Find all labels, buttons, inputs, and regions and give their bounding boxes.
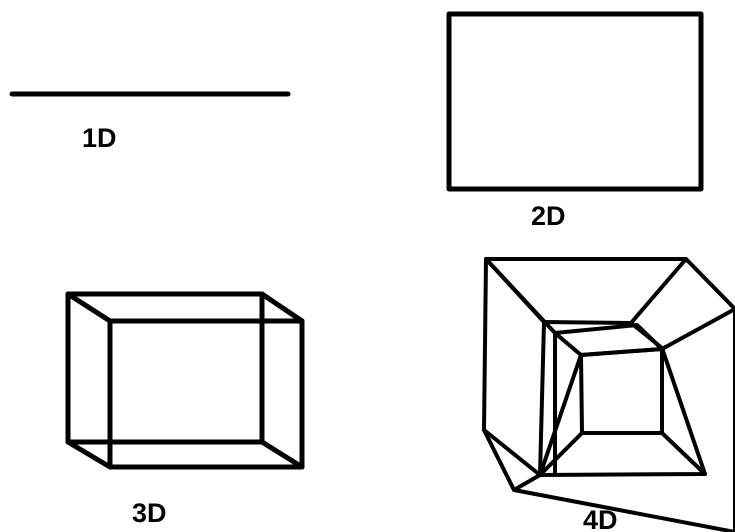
label-2d: 2D bbox=[531, 201, 566, 231]
tesseract-edge-5 bbox=[512, 473, 542, 492]
tesseract-edge-8 bbox=[660, 431, 707, 476]
label-3d: 3D bbox=[132, 498, 167, 528]
figure-4d: 4D bbox=[482, 257, 735, 532]
tesseract-edge-3 bbox=[660, 307, 735, 351]
cube-back-face bbox=[65, 291, 265, 445]
tesseract-inner-cube-back bbox=[553, 323, 664, 357]
label-4d: 4D bbox=[583, 505, 618, 532]
label-1d: 1D bbox=[82, 123, 117, 153]
figure-2d: 2D bbox=[446, 11, 704, 231]
tesseract-edge-10 bbox=[484, 257, 557, 335]
cube-front-face bbox=[107, 318, 305, 470]
figure-1d: 1D bbox=[9, 91, 291, 153]
cube-edge-bottom-right bbox=[259, 439, 305, 470]
tesseract-edge-4 bbox=[482, 428, 542, 477]
figure-3d: 3D bbox=[65, 291, 305, 528]
tesseract-middle-cell bbox=[538, 320, 707, 477]
tesseract-edge-9 bbox=[538, 431, 584, 477]
rectangle-2d bbox=[446, 11, 704, 192]
cube-edge-bottom-left bbox=[65, 439, 113, 470]
tesseract-edge-2 bbox=[629, 257, 688, 325]
tesseract-inner-cube-front bbox=[579, 347, 664, 435]
cube-edge-top-left bbox=[65, 291, 113, 324]
cube-edge-top-right bbox=[259, 291, 305, 324]
tesseract-edge-7 bbox=[538, 353, 583, 477]
